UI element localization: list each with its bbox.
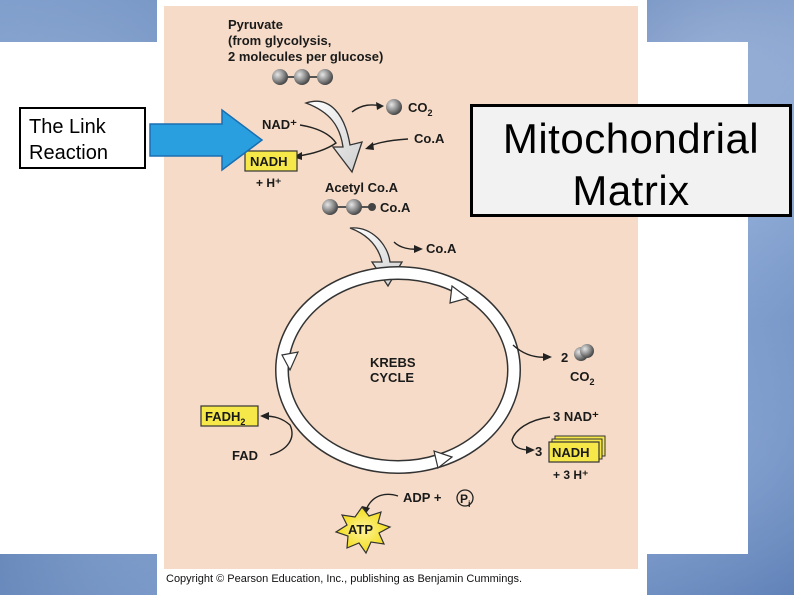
pyruvate-flow-arrow	[304, 100, 363, 174]
nadh-top-label: NADH	[250, 154, 288, 169]
nadh-stack-box	[548, 435, 606, 463]
atp-synthesis-arrow	[365, 493, 399, 511]
h-plus-top-label: + H⁺	[256, 176, 281, 190]
co2-right-label: CO2	[570, 369, 595, 387]
atp-starburst-icon	[334, 505, 392, 555]
nad-plus-label: NAD⁺	[262, 117, 297, 132]
co2-molecule-icon	[386, 99, 402, 115]
co2-top-label: CO2	[408, 100, 433, 118]
pyruvate-label: Pyruvate	[228, 17, 283, 32]
atp-label: ATP	[348, 522, 373, 537]
phosphate-icon	[456, 489, 474, 507]
pyruvate-molecule	[272, 69, 333, 85]
copyright-notice: Copyright © Pearson Education, Inc., pub…	[166, 573, 523, 585]
mitochondrial-matrix-label: Mitochondrial Matrix	[502, 115, 760, 214]
acetyl-coa-label: Acetyl Co.A	[325, 180, 399, 195]
fadh2-box	[200, 405, 259, 427]
link-reaction-pointer-arrow	[149, 108, 264, 172]
pyruvate-count-label: 2 molecules per glucose)	[228, 49, 383, 64]
fad-label: FAD	[232, 448, 258, 463]
h3-plus-label: + 3 H⁺	[553, 468, 588, 482]
coa-input-arrow	[367, 138, 409, 148]
nad-cycle-arrow	[511, 416, 551, 451]
nadh-count-label: 3	[535, 444, 542, 459]
fad-reduction-arrow	[263, 415, 293, 456]
pyruvate-source-label: (from glycolysis,	[228, 33, 331, 48]
fadh2-label: FADH2	[205, 409, 245, 427]
co2-count-label: 2	[561, 350, 568, 365]
krebs-cycle-ring	[275, 266, 521, 474]
nad-three-label: 3 NAD⁺	[553, 409, 599, 424]
coa-input-label: Co.A	[414, 131, 445, 146]
link-reaction-callout: The Link Reaction	[19, 107, 146, 169]
diagram-background	[164, 6, 638, 569]
adp-label: ADP +	[403, 490, 442, 505]
pi-label: Pi	[460, 492, 471, 509]
mitochondrial-matrix-callout: Mitochondrial Matrix	[470, 104, 792, 217]
acetyl-coa-molecule	[322, 199, 376, 215]
nadh-right-label: NADH	[552, 445, 590, 460]
link-reaction-label: The Link Reaction	[29, 116, 108, 164]
krebs-subtitle: CYCLE	[370, 370, 414, 385]
krebs-title: KREBS	[370, 355, 416, 370]
co2-molecule-icon-right-b	[580, 344, 594, 358]
nad-reduction-arrow	[297, 124, 337, 157]
coa-attached-label: Co.A	[380, 200, 411, 215]
coa-released-label: Co.A	[426, 241, 457, 256]
nadh-box	[244, 150, 298, 172]
